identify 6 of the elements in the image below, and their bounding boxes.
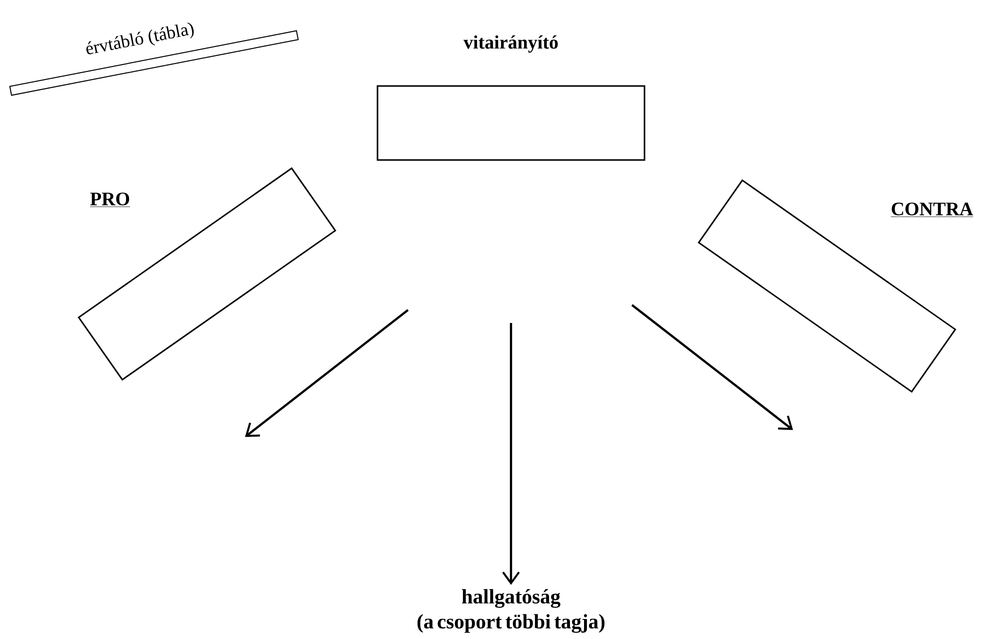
arrow <box>502 323 520 585</box>
role-heading: vitairányító <box>464 35 558 53</box>
role-heading: PRO <box>90 192 130 207</box>
board-label: érvtábló (tábla) <box>86 22 194 54</box>
audience-label: hallgatóság (a csoport többi tagja) <box>418 589 604 633</box>
role-heading: CONTRA <box>890 202 974 217</box>
